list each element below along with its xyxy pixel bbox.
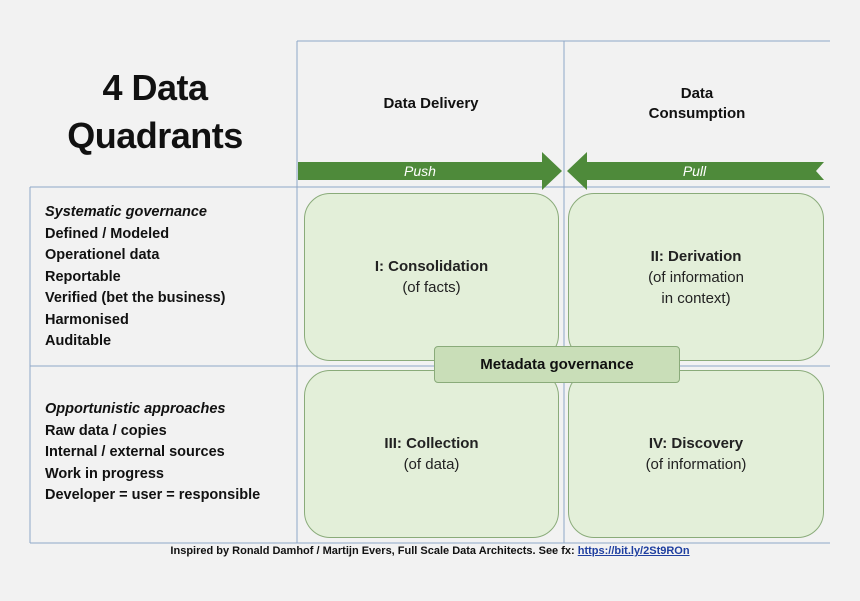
push-arrow (298, 152, 562, 190)
row-heading-opportunistic: Opportunistic approaches (45, 401, 226, 417)
row-item: Auditable (45, 333, 112, 349)
title-line-2: Quadrants (67, 115, 243, 156)
row-item: Operationel data (45, 247, 160, 263)
column-header-consumption-line-2: Consumption (648, 105, 746, 122)
row-item: Defined / Modeled (45, 225, 170, 242)
pull-arrow (567, 152, 824, 190)
row-item: Reportable (45, 268, 121, 285)
footer-link[interactable]: https://bit.ly/2St9ROn (577, 545, 690, 557)
title-line-1: 4 Data (102, 67, 208, 108)
row-item: Internal / external sources (45, 444, 225, 460)
page-title: 4 Data Quadrants (40, 64, 270, 160)
row-item: Work in progress (45, 465, 164, 482)
metadata-governance-label: Metadata governance (434, 346, 680, 383)
row-label-opportunistic: Opportunistic approaches Raw data / copi… (45, 399, 295, 507)
footer-text: Inspired by Ronald Damhof / Martijn Ever… (170, 545, 578, 557)
quadrant-title: III: Collection (384, 435, 479, 452)
column-header-delivery-text: Data Delivery (383, 95, 479, 112)
quadrant-subtitle: (of data) (403, 456, 460, 473)
row-item: Raw data / copies (45, 422, 167, 439)
quadrant-collection: III: Collection (of data) (304, 370, 559, 538)
pull-label: Pull (682, 163, 707, 179)
quadrant-consolidation: I: Consolidation (of facts) (304, 193, 559, 361)
quadrant-title: IV: Discovery (648, 435, 744, 452)
row-item: Verified (bet the business) (45, 290, 226, 306)
quadrant-discovery: IV: Discovery (of information) (568, 370, 824, 538)
quadrant-title: I: Consolidation (374, 258, 489, 275)
column-header-consumption-line-1: Data (680, 85, 714, 102)
row-item: Developer = user = responsible (45, 487, 261, 503)
row-item: Harmonised (45, 311, 129, 328)
column-header-delivery: Data Delivery (300, 94, 562, 114)
push-label: Push (404, 163, 436, 179)
quadrant-subtitle: (of facts) (402, 279, 461, 296)
quadrant-subtitle: (of information in context) (648, 268, 744, 307)
row-heading-systematic: Systematic governance (45, 204, 207, 220)
row-label-systematic: Systematic governance Defined / Modeled … (45, 202, 295, 353)
metadata-governance-text: Metadata governance (480, 356, 634, 373)
quadrant-title: II: Derivation (650, 247, 742, 265)
footer-credit: Inspired by Ronald Damhof / Martijn Ever… (0, 545, 860, 557)
quadrant-derivation: II: Derivation (of information in contex… (568, 193, 824, 361)
quadrant-subtitle: (of information) (645, 456, 747, 473)
column-header-consumption: Data Consumption (566, 84, 828, 124)
